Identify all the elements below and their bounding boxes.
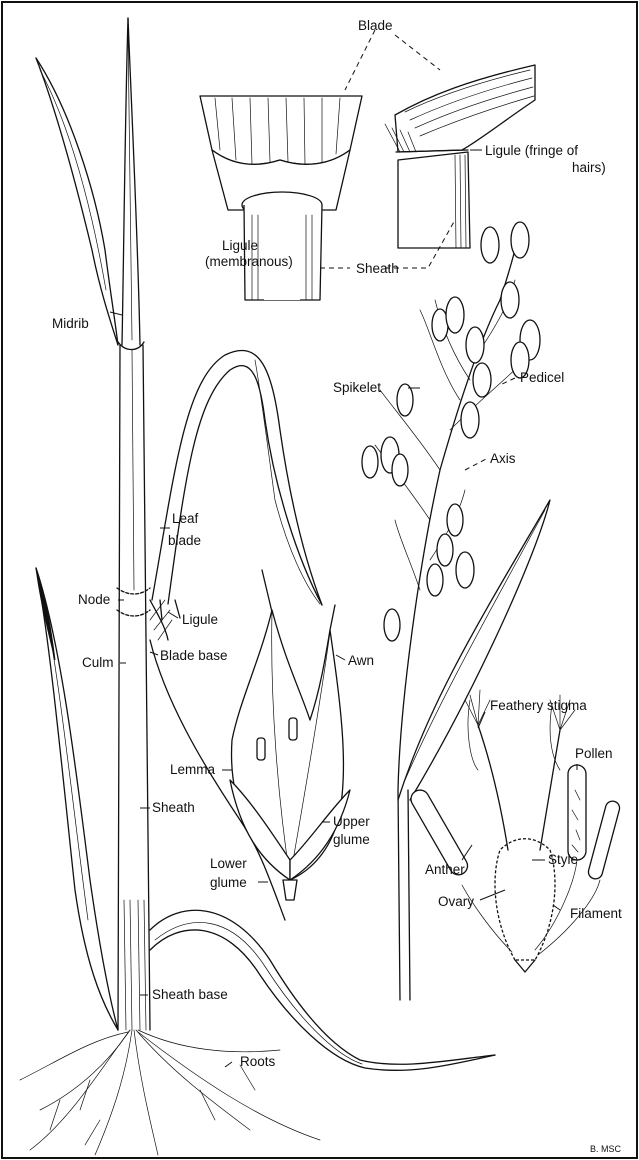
label-pollen: Pollen (575, 746, 613, 761)
label-upper-glume: Upper (333, 814, 370, 829)
artist-signature: B. MSC (590, 1144, 622, 1154)
label-upper-glume-line2: glume (333, 832, 370, 847)
label-ligule-fringe: Ligule (fringe of (485, 143, 578, 158)
roots-drawing (20, 1030, 320, 1155)
label-axis: Axis (490, 451, 516, 466)
label-blade: Blade (358, 18, 393, 33)
label-sheath: Sheath (152, 800, 195, 815)
label-filament: Filament (570, 906, 622, 921)
label-lower-glume: Lower (210, 856, 247, 871)
label-ovary: Ovary (438, 894, 474, 909)
label-blade-base: Blade base (160, 648, 228, 663)
label-sheath-top: Sheath (356, 261, 399, 276)
label-node: Node (78, 592, 110, 607)
label-midrib: Midrib (52, 316, 89, 331)
label-ligule-fringe-line2: hairs) (572, 160, 606, 175)
label-ligule: Ligule (182, 612, 218, 627)
label-pedicel: Pedicel (520, 370, 564, 385)
label-leaf: Leaf (172, 511, 199, 526)
label-roots: Roots (240, 1054, 276, 1069)
label-lower-glume-line2: glume (210, 875, 247, 890)
label-anther: Anther (425, 862, 465, 877)
label-leaf-blade: blade (168, 533, 201, 548)
label-spikelet: Spikelet (333, 380, 381, 395)
flower-detail-drawing (408, 690, 621, 972)
label-ligule-membranous: Ligule (222, 238, 258, 253)
label-style: Style (548, 852, 578, 867)
label-ligule-membranous-line2: (membranous) (205, 254, 293, 269)
label-feathery-stigma: Feathery stigma (490, 698, 587, 713)
membranous-ligule-drawing (200, 96, 362, 300)
label-lemma: Lemma (170, 762, 216, 777)
label-culm: Culm (82, 655, 114, 670)
label-sheath-base: Sheath base (152, 987, 228, 1002)
spikelet-detail-drawing (230, 570, 350, 900)
label-awn: Awn (348, 653, 374, 668)
